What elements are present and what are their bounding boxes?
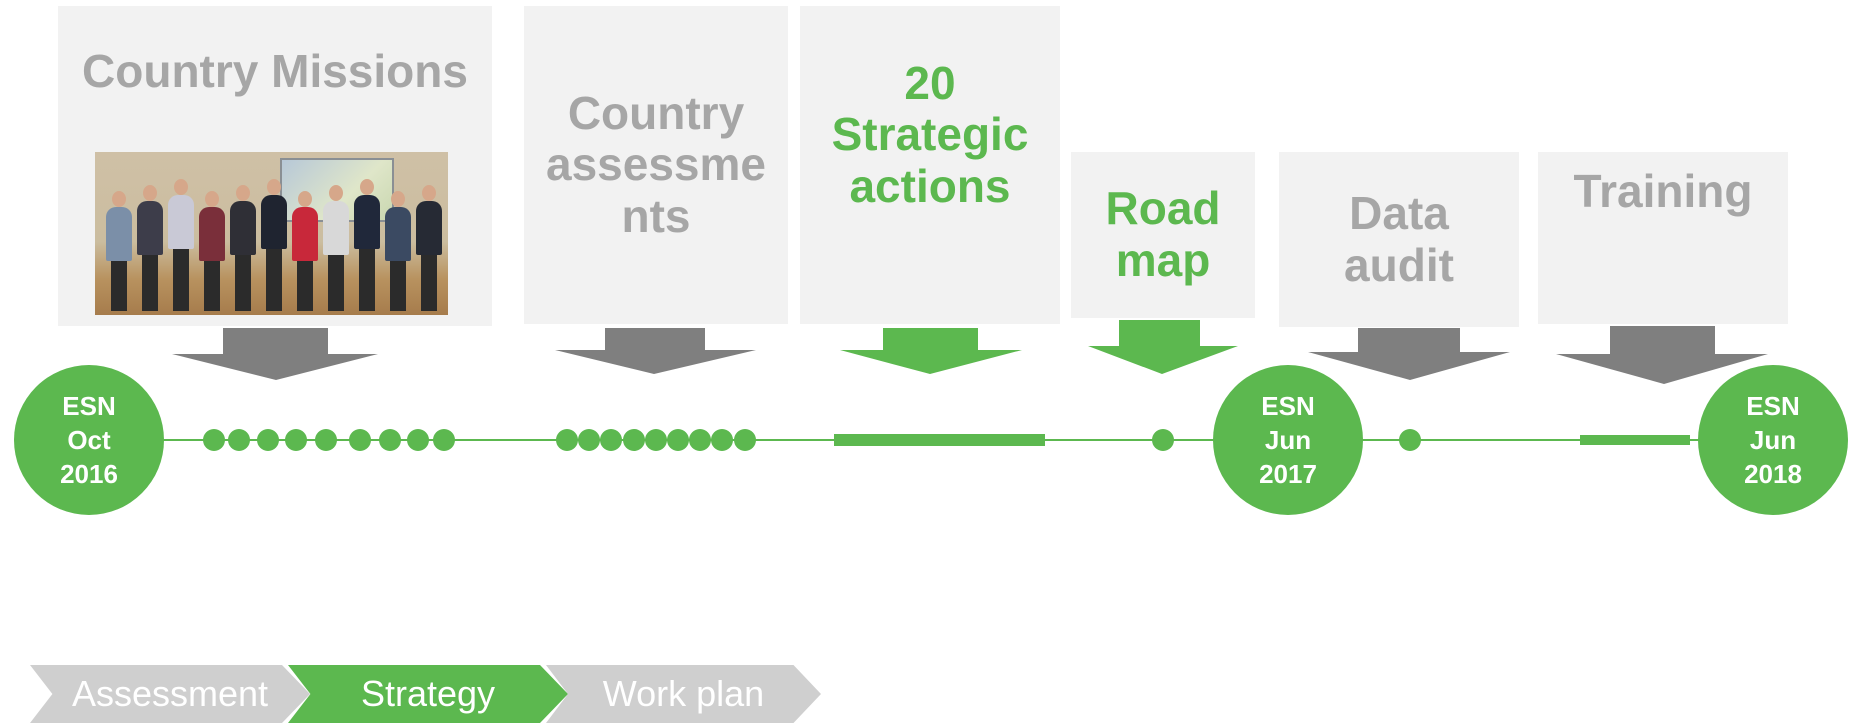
milestone-line: 2016 [60, 459, 118, 489]
photo-person [229, 185, 257, 311]
down-arrow-training [1556, 326, 1768, 384]
stage-label-line: Country [567, 86, 745, 139]
phase-assessment: Assessment [30, 665, 310, 723]
timeline-bar-actions [834, 434, 1045, 446]
stage-box-country-assessments: Country assessme nts [524, 6, 788, 324]
down-arrow-missions [172, 328, 378, 380]
phase-label: Work plan [602, 673, 765, 714]
audit-dot [1399, 429, 1421, 451]
photo-person [322, 185, 350, 311]
phase-label: Strategy [360, 673, 496, 714]
down-arrow-audit [1308, 328, 1510, 380]
milestone-esn-jun-2018: ESN Jun 2018 [1698, 365, 1848, 515]
timeline-bar-training [1580, 435, 1690, 445]
stage-box-strategic-actions: 20 Strategic actions [800, 6, 1060, 324]
photo-person [167, 179, 195, 311]
stage-label-line: Road [1105, 182, 1221, 235]
milestone-line: ESN [62, 391, 116, 421]
milestone-line: 2018 [1744, 459, 1802, 489]
phase-strategy: Strategy [288, 665, 568, 723]
phase-label: Assessment [71, 673, 269, 714]
photo-person [353, 179, 381, 311]
stage-label-line: 20 [904, 56, 956, 109]
phase-work-plan: Work plan [546, 665, 821, 723]
photo-person [260, 179, 288, 311]
photo-person [136, 185, 164, 311]
stage-label-line: nts [621, 189, 691, 242]
stage-label-line: Training [1573, 165, 1753, 217]
photo-person [384, 191, 412, 311]
photo-person [105, 191, 133, 311]
milestone-line: 2017 [1259, 459, 1317, 489]
milestone-line: ESN [1746, 391, 1800, 421]
stage-label-line: assessme [546, 138, 766, 191]
stage-box-road-map: Road map [1071, 152, 1255, 318]
milestone-esn-jun-2017: ESN Jun 2017 [1213, 365, 1363, 515]
down-arrow-actions [840, 328, 1022, 374]
stage-label-line: actions [849, 159, 1011, 212]
milestone-line: Jun [1264, 425, 1312, 455]
assessment-dots [556, 429, 756, 451]
milestone-line: Jun [1749, 425, 1797, 455]
roadmap-dot [1152, 429, 1174, 451]
photo-person [198, 191, 226, 311]
stage-label-line: audit [1344, 238, 1454, 291]
mission-dots [203, 429, 455, 451]
down-arrow-roadmap [1088, 320, 1238, 374]
milestone-line: Oct [67, 425, 111, 455]
stage-label-line: Country Missions [82, 45, 468, 97]
milestone-line: ESN [1261, 391, 1315, 421]
milestone-esn-oct-2016: ESN Oct 2016 [14, 365, 164, 515]
team-photo [95, 152, 448, 315]
down-arrow-assessments [555, 328, 756, 374]
stage-label-line: Strategic [831, 108, 1029, 161]
stage-label-line: map [1115, 234, 1211, 286]
photo-person [415, 185, 443, 311]
stage-box-data-audit: Data audit [1279, 152, 1519, 327]
stage-label-line: Data [1349, 186, 1449, 239]
photo-person [291, 191, 319, 311]
stage-box-training: Training [1538, 152, 1788, 324]
